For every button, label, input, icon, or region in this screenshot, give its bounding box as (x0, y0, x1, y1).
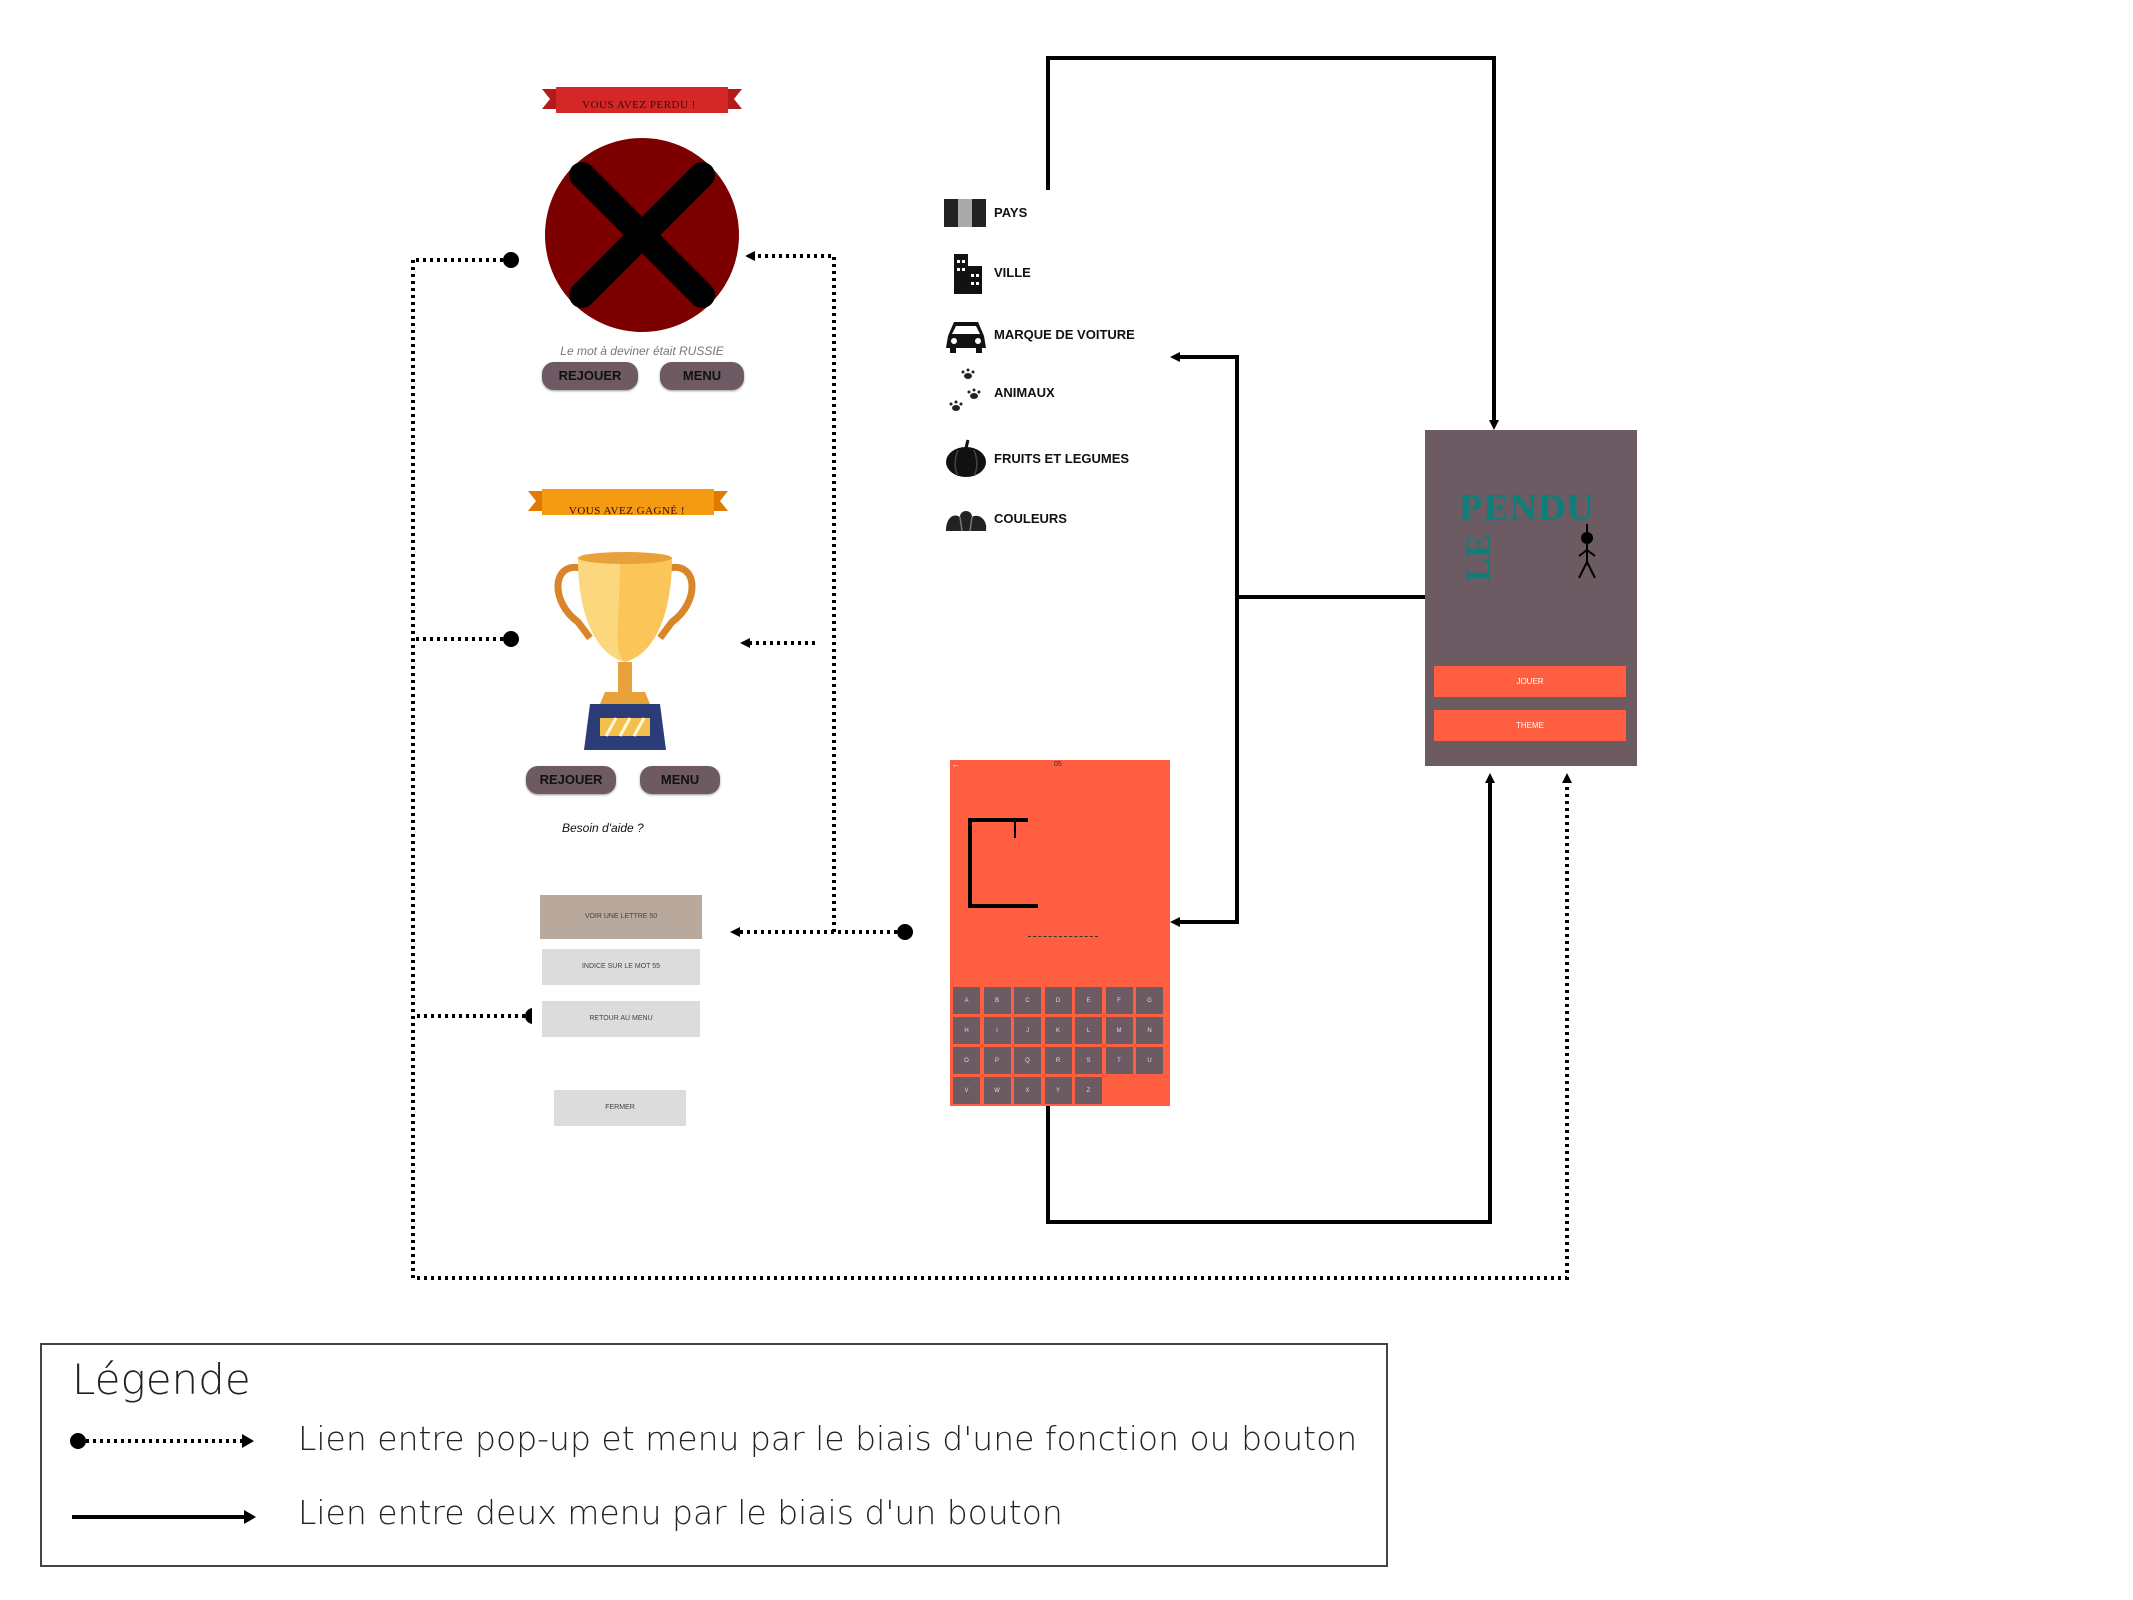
theme-label-ville: VILLE (994, 264, 1031, 280)
won-menu-button[interactable]: MENU (640, 766, 720, 794)
close-button[interactable]: FERMER (554, 1090, 686, 1126)
dot-game (897, 924, 913, 940)
won-replay-button[interactable]: REJOUER (526, 766, 616, 794)
link-trunk-to-themes (1170, 352, 1239, 597)
link-game-to-lost (745, 251, 836, 932)
word-placeholder (1028, 936, 1098, 937)
lost-menu-button[interactable]: MENU (660, 362, 744, 390)
link-themes-to-home (1046, 56, 1499, 430)
link-bus-to-home (411, 260, 1572, 1280)
word-hint-button[interactable]: INDICE SUR LE MOT 55 (542, 949, 700, 985)
trophy-icon (554, 552, 696, 750)
solid-arrow-sample (72, 1510, 256, 1524)
key-o[interactable]: O (952, 1046, 981, 1075)
help-popup: Besoin d'aide ? VOIR UNE LETTRE 50 INDIC… (532, 813, 714, 1135)
key-r[interactable]: R (1043, 1046, 1073, 1075)
legend-box: Légende Lien entre pop-up et menu par le… (40, 1343, 1388, 1567)
theme-item-fruits[interactable]: FRUITS ET LEGUMES (944, 436, 1129, 480)
key-q[interactable]: Q (1013, 1046, 1042, 1075)
theme-label-couleurs: COULEURS (994, 510, 1067, 526)
key-c[interactable]: C (1013, 986, 1042, 1015)
link-trunk-to-game (1170, 597, 1239, 927)
key-y[interactable]: Y (1043, 1076, 1073, 1105)
score-label: 05 (1054, 761, 1062, 768)
key-e[interactable]: E (1074, 986, 1103, 1015)
building-icon (954, 254, 982, 294)
key-w[interactable]: W (982, 1076, 1012, 1105)
stickman-icon (1578, 524, 1596, 579)
key-l[interactable]: L (1074, 1016, 1103, 1045)
key-a[interactable]: A (952, 986, 981, 1015)
paw-icon (949, 368, 981, 411)
pumpkin-icon (946, 439, 986, 477)
palette-icon (946, 511, 987, 532)
car-icon (946, 322, 986, 353)
cross-icon (545, 138, 739, 332)
legend-title: Légende (72, 1355, 251, 1404)
key-z[interactable]: Z (1074, 1076, 1103, 1105)
dotted-arrow-sample (70, 1433, 254, 1449)
themes-screen: PAYS VILLE MARQUE DE VOITURE (944, 190, 1164, 544)
key-d[interactable]: D (1043, 986, 1073, 1015)
home-screen: PENDU LE JOUER THEME (1425, 430, 1637, 766)
title-le: LE (1458, 533, 1498, 582)
theme-label-animaux: ANIMAUX (994, 384, 1055, 400)
key-v[interactable]: V (952, 1076, 981, 1105)
key-p[interactable]: P (982, 1046, 1012, 1075)
legend-dotted-desc: Lien entre pop-up et menu par le biais d… (298, 1419, 1358, 1458)
key-t[interactable]: T (1104, 1046, 1134, 1075)
won-popup: VOUS AVEZ GAGNÉ ! REJOUER MENU (520, 484, 734, 802)
lost-replay-button[interactable]: REJOUER (542, 362, 638, 390)
theme-label-fruits: FRUITS ET LEGUMES (994, 450, 1130, 466)
key-n[interactable]: N (1135, 1016, 1164, 1045)
key-u[interactable]: U (1135, 1046, 1164, 1075)
key-b[interactable]: B (982, 986, 1012, 1015)
won-banner-text: VOUS AVEZ GAGNÉ ! (568, 505, 686, 517)
lost-popup: VOUS AVEZ PERDU ! Le mot à deviner était… (532, 82, 746, 400)
flag-icon (944, 199, 986, 227)
won-banner-ribbon (528, 489, 728, 515)
key-m[interactable]: M (1104, 1016, 1134, 1045)
dot-won (503, 631, 519, 647)
theme-button[interactable]: THEME (1434, 710, 1626, 741)
key-x[interactable]: X (1013, 1076, 1042, 1105)
play-button[interactable]: JOUER (1434, 666, 1626, 697)
back-menu-button[interactable]: RETOUR AU MENU (542, 1001, 700, 1037)
title-pendu: PENDU (1459, 487, 1595, 529)
gallows-icon (968, 818, 1038, 908)
reveal-letter-button[interactable]: VOIR UNE LETTRE 50 (540, 895, 702, 939)
key-g[interactable]: G (1135, 986, 1164, 1015)
lost-banner-text: VOUS AVEZ PERDU ! (582, 99, 696, 111)
theme-item-pays[interactable]: PAYS (944, 190, 1027, 234)
legend-solid-desc: Lien entre deux menu par le biais d'un b… (298, 1493, 1063, 1532)
theme-item-ville[interactable]: VILLE (944, 250, 1031, 294)
theme-label-pays: PAYS (994, 204, 1028, 220)
back-arrow-icon[interactable]: ← (952, 760, 960, 769)
key-i[interactable]: I (982, 1016, 1012, 1045)
key-j[interactable]: J (1013, 1016, 1042, 1045)
key-k[interactable]: K (1043, 1016, 1073, 1045)
theme-item-couleurs[interactable]: COULEURS (944, 496, 1067, 540)
lost-message: Le mot à deviner était RUSSIE (560, 344, 724, 358)
theme-label-voiture: MARQUE DE VOITURE (994, 326, 1135, 342)
key-f[interactable]: F (1104, 986, 1134, 1015)
key-s[interactable]: S (1074, 1046, 1103, 1075)
theme-item-animaux[interactable]: ANIMAUX (944, 368, 1055, 414)
help-title: Besoin d'aide ? (562, 821, 644, 835)
key-h[interactable]: H (952, 1016, 981, 1045)
link-game-to-home (1046, 773, 1495, 1224)
dot-lost (503, 252, 519, 268)
theme-item-voiture[interactable]: MARQUE DE VOITURE (944, 312, 1135, 356)
lost-banner-ribbon (542, 87, 742, 113)
